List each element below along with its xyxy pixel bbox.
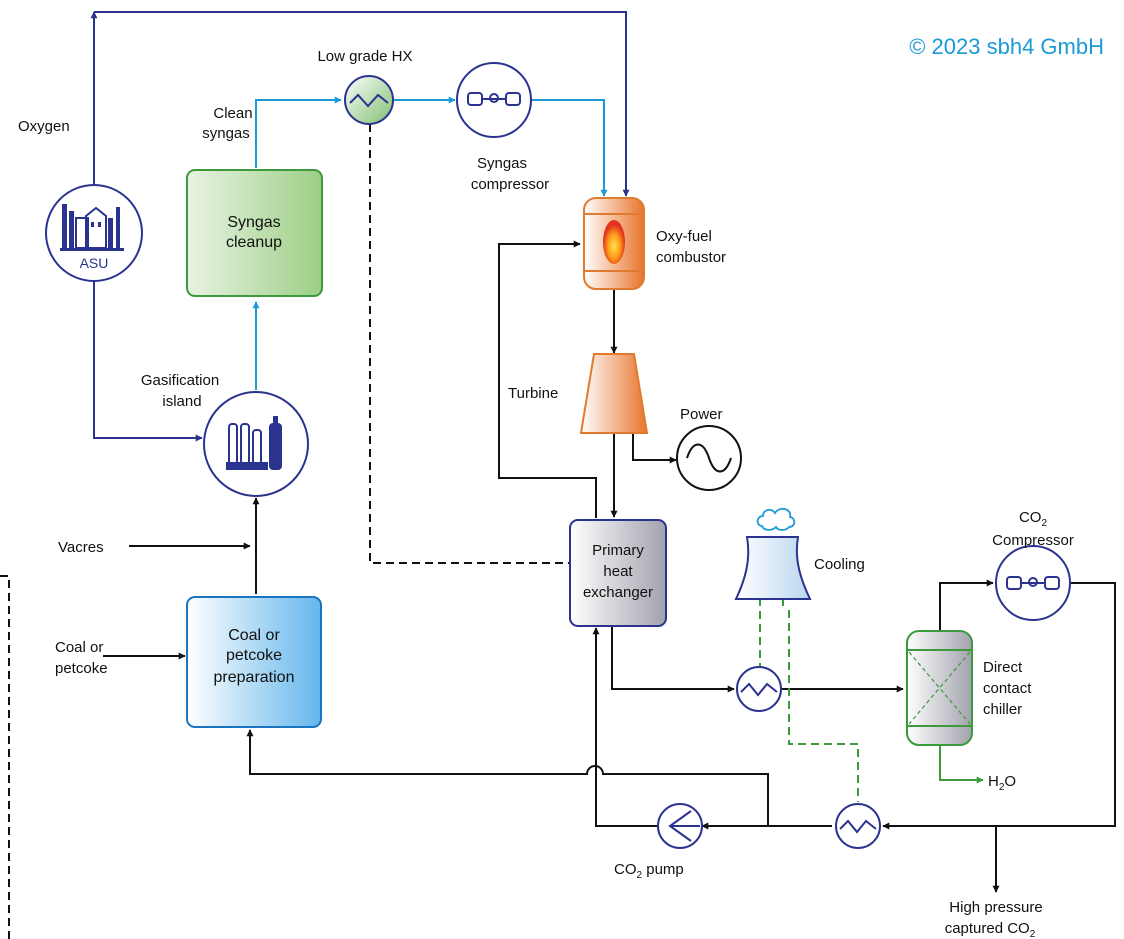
syngas-cleanup-box: Syngas cleanup (186, 169, 323, 297)
cooling-label: Cooling (814, 556, 865, 573)
co2-compressor-label-2: Compressor (992, 532, 1074, 549)
primary-hx-label-3: exchanger (583, 584, 653, 601)
oxy-fuel-combustor (583, 197, 645, 290)
coal-input-label-1: Coal or (55, 639, 103, 656)
power-generator (676, 425, 742, 491)
oxy-fuel-label-2: combustor (656, 249, 726, 266)
copyright-text: © 2023 sbh4 GmbH (909, 34, 1104, 59)
co2-compressor-label-1: CO2 (1019, 509, 1048, 529)
hp-co2-label-2: captured CO2 (945, 920, 1036, 939)
h2o-label: H2O (988, 773, 1016, 793)
asu-unit: ASU (45, 184, 143, 282)
primary-heat-exchanger: Primary heat exchanger (569, 519, 667, 627)
co2-pump (657, 803, 703, 849)
turbine (579, 353, 649, 434)
clean-syngas-label-1: Clean (213, 105, 252, 122)
low-grade-hx-label: Low grade HX (317, 48, 412, 65)
hx-zigzag-icon-3 (839, 819, 877, 834)
co2-pump-label: CO2 pump (614, 861, 684, 881)
syngas-compressor-label-2: compressor (471, 176, 549, 193)
hx-zigzag-icon (349, 93, 389, 108)
syngas-cleanup-label-2: cleanup (226, 234, 282, 251)
direct-contact-label-2: contact (983, 680, 1032, 697)
coal-prep-box: Coal or petcoke preparation (186, 596, 322, 728)
primary-hx-label-1: Primary (592, 542, 644, 559)
cooler-hx (736, 666, 782, 712)
dashed-lines (0, 124, 569, 939)
gasification-island (203, 391, 309, 497)
compressor-icon (467, 92, 521, 106)
factory-icon (60, 204, 124, 251)
oxygen-lines (90, 11, 630, 442)
coal-input-label-2: petcoke (55, 660, 108, 677)
syngas-cleanup-label-1: Syngas (227, 214, 280, 231)
coal-prep-label-3: preparation (214, 669, 295, 686)
flame-icon (603, 220, 625, 264)
h2o-outlet-line (939, 744, 984, 784)
vacres-label: Vacres (58, 539, 104, 556)
hp-co2-label-1: High pressure (949, 899, 1042, 916)
coal-prep-label-1: Coal or (228, 627, 280, 644)
syngas-compressor (456, 62, 532, 138)
power-label: Power (680, 406, 723, 423)
syngas-compressor-label-1: Syngas (477, 155, 527, 172)
direct-contact-chiller (906, 630, 973, 746)
cooling-tower (734, 507, 812, 600)
oxygen-label: Oxygen (18, 118, 70, 135)
compressor-icon-2 (1006, 576, 1060, 590)
gasification-label-2: island (162, 393, 201, 410)
direct-contact-label-3: chiller (983, 701, 1022, 718)
asu-label: ASU (80, 255, 109, 271)
coal-prep-label-2: petcoke (226, 647, 282, 664)
clean-syngas-label-2: syngas (202, 125, 250, 142)
low-grade-hx (344, 75, 394, 125)
steam-cloud-icon (756, 507, 796, 531)
syngas-lines (252, 96, 608, 390)
process-lines (103, 240, 1116, 893)
primary-hx-label-2: heat (603, 563, 633, 580)
lower-hx (835, 803, 881, 849)
co2-compressor (995, 545, 1071, 621)
sine-wave-icon (686, 443, 732, 473)
gasification-label-1: Gasification (141, 372, 219, 389)
direct-contact-label-1: Direct (983, 659, 1023, 676)
turbine-label: Turbine (508, 385, 558, 402)
hx-zigzag-icon-2 (740, 682, 778, 697)
oxy-fuel-label-1: Oxy-fuel (656, 228, 712, 245)
